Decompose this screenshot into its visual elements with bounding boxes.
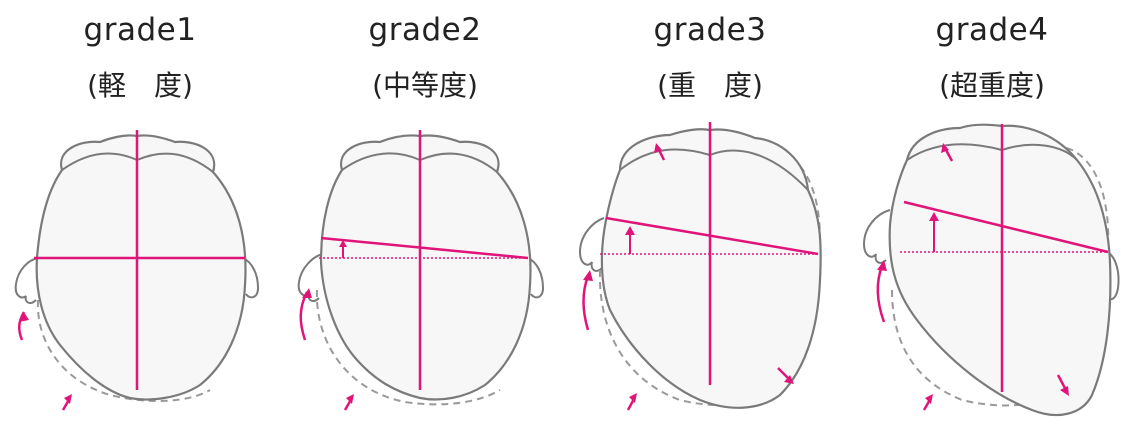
arrow-head [1060, 386, 1069, 396]
head-outline [600, 128, 822, 409]
left-ear [297, 253, 324, 302]
grade-subtitle: (超重度) [939, 69, 1045, 102]
right-ear [527, 257, 545, 299]
arrow-head [625, 226, 635, 235]
curved-arrow [18, 311, 26, 341]
tilted-line [903, 200, 1109, 254]
grade-title: grade1 [83, 12, 197, 48]
grade-subtitle: (重 度) [657, 69, 763, 102]
tilted-line [320, 236, 529, 260]
grade4-panel: grade4 (超重度) [852, 0, 1123, 421]
dashed-contour [598, 269, 781, 407]
grade-subtitle: (中等度) [372, 69, 478, 102]
grade-title: grade3 [653, 12, 767, 48]
right-ear [242, 257, 260, 299]
curved-arrow [299, 291, 309, 341]
arrow-head [925, 394, 933, 404]
head-diagram [862, 123, 1120, 417]
head-diagram [578, 122, 822, 411]
dashed-contour [36, 299, 211, 402]
grade1-panel: grade1 (軽 度) [0, 0, 280, 421]
arrow-head [339, 240, 347, 247]
grade-subtitle: (軽 度) [87, 69, 193, 102]
arrow-head [929, 212, 939, 221]
arrow-head [346, 394, 354, 404]
arrow-head [654, 143, 662, 153]
grade-title: grade2 [368, 12, 482, 48]
left-ear [578, 217, 605, 272]
arrow-head [877, 260, 887, 271]
grade3-panel: grade3 (重 度) [570, 0, 850, 421]
head-outline [888, 123, 1112, 417]
arrow-head [64, 394, 72, 404]
arrow-head [941, 143, 949, 153]
head-diagram [297, 130, 545, 411]
arrow-head [583, 270, 593, 281]
arrow-head [302, 288, 312, 298]
arrow-head [784, 375, 794, 384]
head-diagram [14, 130, 260, 411]
head-outline [319, 134, 532, 401]
curved-arrow [582, 275, 590, 331]
dashed-contour [913, 139, 1110, 251]
grade-title: grade4 [935, 12, 1049, 48]
grade2-panel: grade2 (中等度) [285, 0, 565, 421]
curved-arrow [876, 265, 886, 323]
dashed-contour [315, 289, 501, 406]
tilted-line [605, 216, 819, 256]
arrow-head [629, 393, 637, 403]
head-outline [35, 134, 247, 401]
left-ear [862, 209, 891, 264]
straight-arrow [1056, 374, 1068, 391]
left-ear [14, 257, 39, 304]
arrow-head [19, 312, 29, 322]
